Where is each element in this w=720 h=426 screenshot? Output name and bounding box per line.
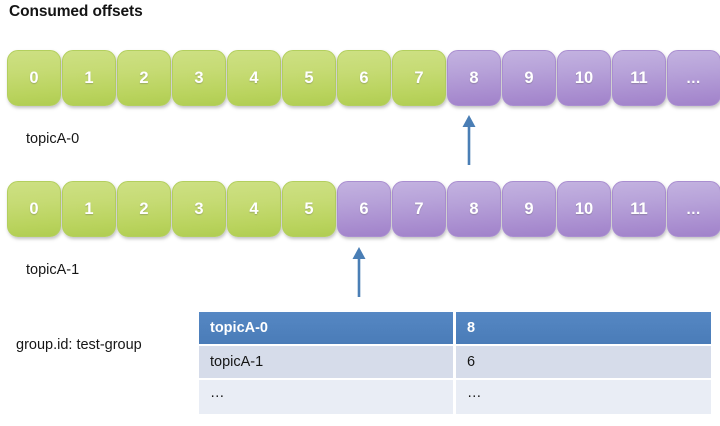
offset-cell: 7 bbox=[392, 50, 446, 106]
offset-cell: 8 bbox=[447, 181, 501, 237]
table-cell-partition: topicA-1 bbox=[199, 346, 456, 380]
offset-cell: 3 bbox=[172, 50, 226, 106]
group-id-label: group.id: test-group bbox=[16, 337, 142, 353]
table-cell-offset: 8 bbox=[456, 312, 711, 346]
offset-cell: 8 bbox=[447, 50, 501, 106]
offset-cell: 1 bbox=[62, 181, 116, 237]
commit-pointer-arrow-topicA-1 bbox=[352, 247, 366, 297]
offset-cell: … bbox=[667, 50, 720, 106]
table-cell-offset: … bbox=[456, 380, 711, 414]
offset-cell: 0 bbox=[7, 181, 61, 237]
ellipsis-glyph: … bbox=[685, 69, 703, 87]
offset-cell: 6 bbox=[337, 50, 391, 106]
offset-cell: 0 bbox=[7, 50, 61, 106]
offset-cell: 7 bbox=[392, 181, 446, 237]
table-cell-partition: … bbox=[199, 380, 456, 414]
offset-cell: 10 bbox=[557, 181, 611, 237]
offset-cell: 5 bbox=[282, 50, 336, 106]
offset-cell: 9 bbox=[502, 50, 556, 106]
offset-cell: 11 bbox=[612, 50, 666, 106]
offset-cell: 9 bbox=[502, 181, 556, 237]
partition-label-topicA-1: topicA-1 bbox=[26, 262, 80, 278]
offset-cell: 3 bbox=[172, 181, 226, 237]
table-cell-offset: 6 bbox=[456, 346, 711, 380]
offset-cell: 2 bbox=[117, 50, 171, 106]
offset-cell: … bbox=[667, 181, 720, 237]
commit-pointer-arrow-topicA-0 bbox=[462, 115, 476, 165]
offset-cell: 1 bbox=[62, 50, 116, 106]
offset-cell: 10 bbox=[557, 50, 611, 106]
table-row: …… bbox=[199, 380, 711, 414]
offset-cell: 6 bbox=[337, 181, 391, 237]
offset-cell: 5 bbox=[282, 181, 336, 237]
offset-cell: 4 bbox=[227, 181, 281, 237]
ellipsis-glyph: … bbox=[210, 385, 226, 401]
ellipsis-glyph: … bbox=[467, 385, 483, 401]
offset-cell: 4 bbox=[227, 50, 281, 106]
ellipsis-glyph: … bbox=[685, 200, 703, 218]
table-cell-partition: topicA-0 bbox=[199, 312, 456, 346]
partition-label-topicA-0: topicA-0 bbox=[26, 131, 80, 147]
page-title: Consumed offsets bbox=[9, 3, 143, 20]
offset-cell: 2 bbox=[117, 181, 171, 237]
offset-cell: 11 bbox=[612, 181, 666, 237]
